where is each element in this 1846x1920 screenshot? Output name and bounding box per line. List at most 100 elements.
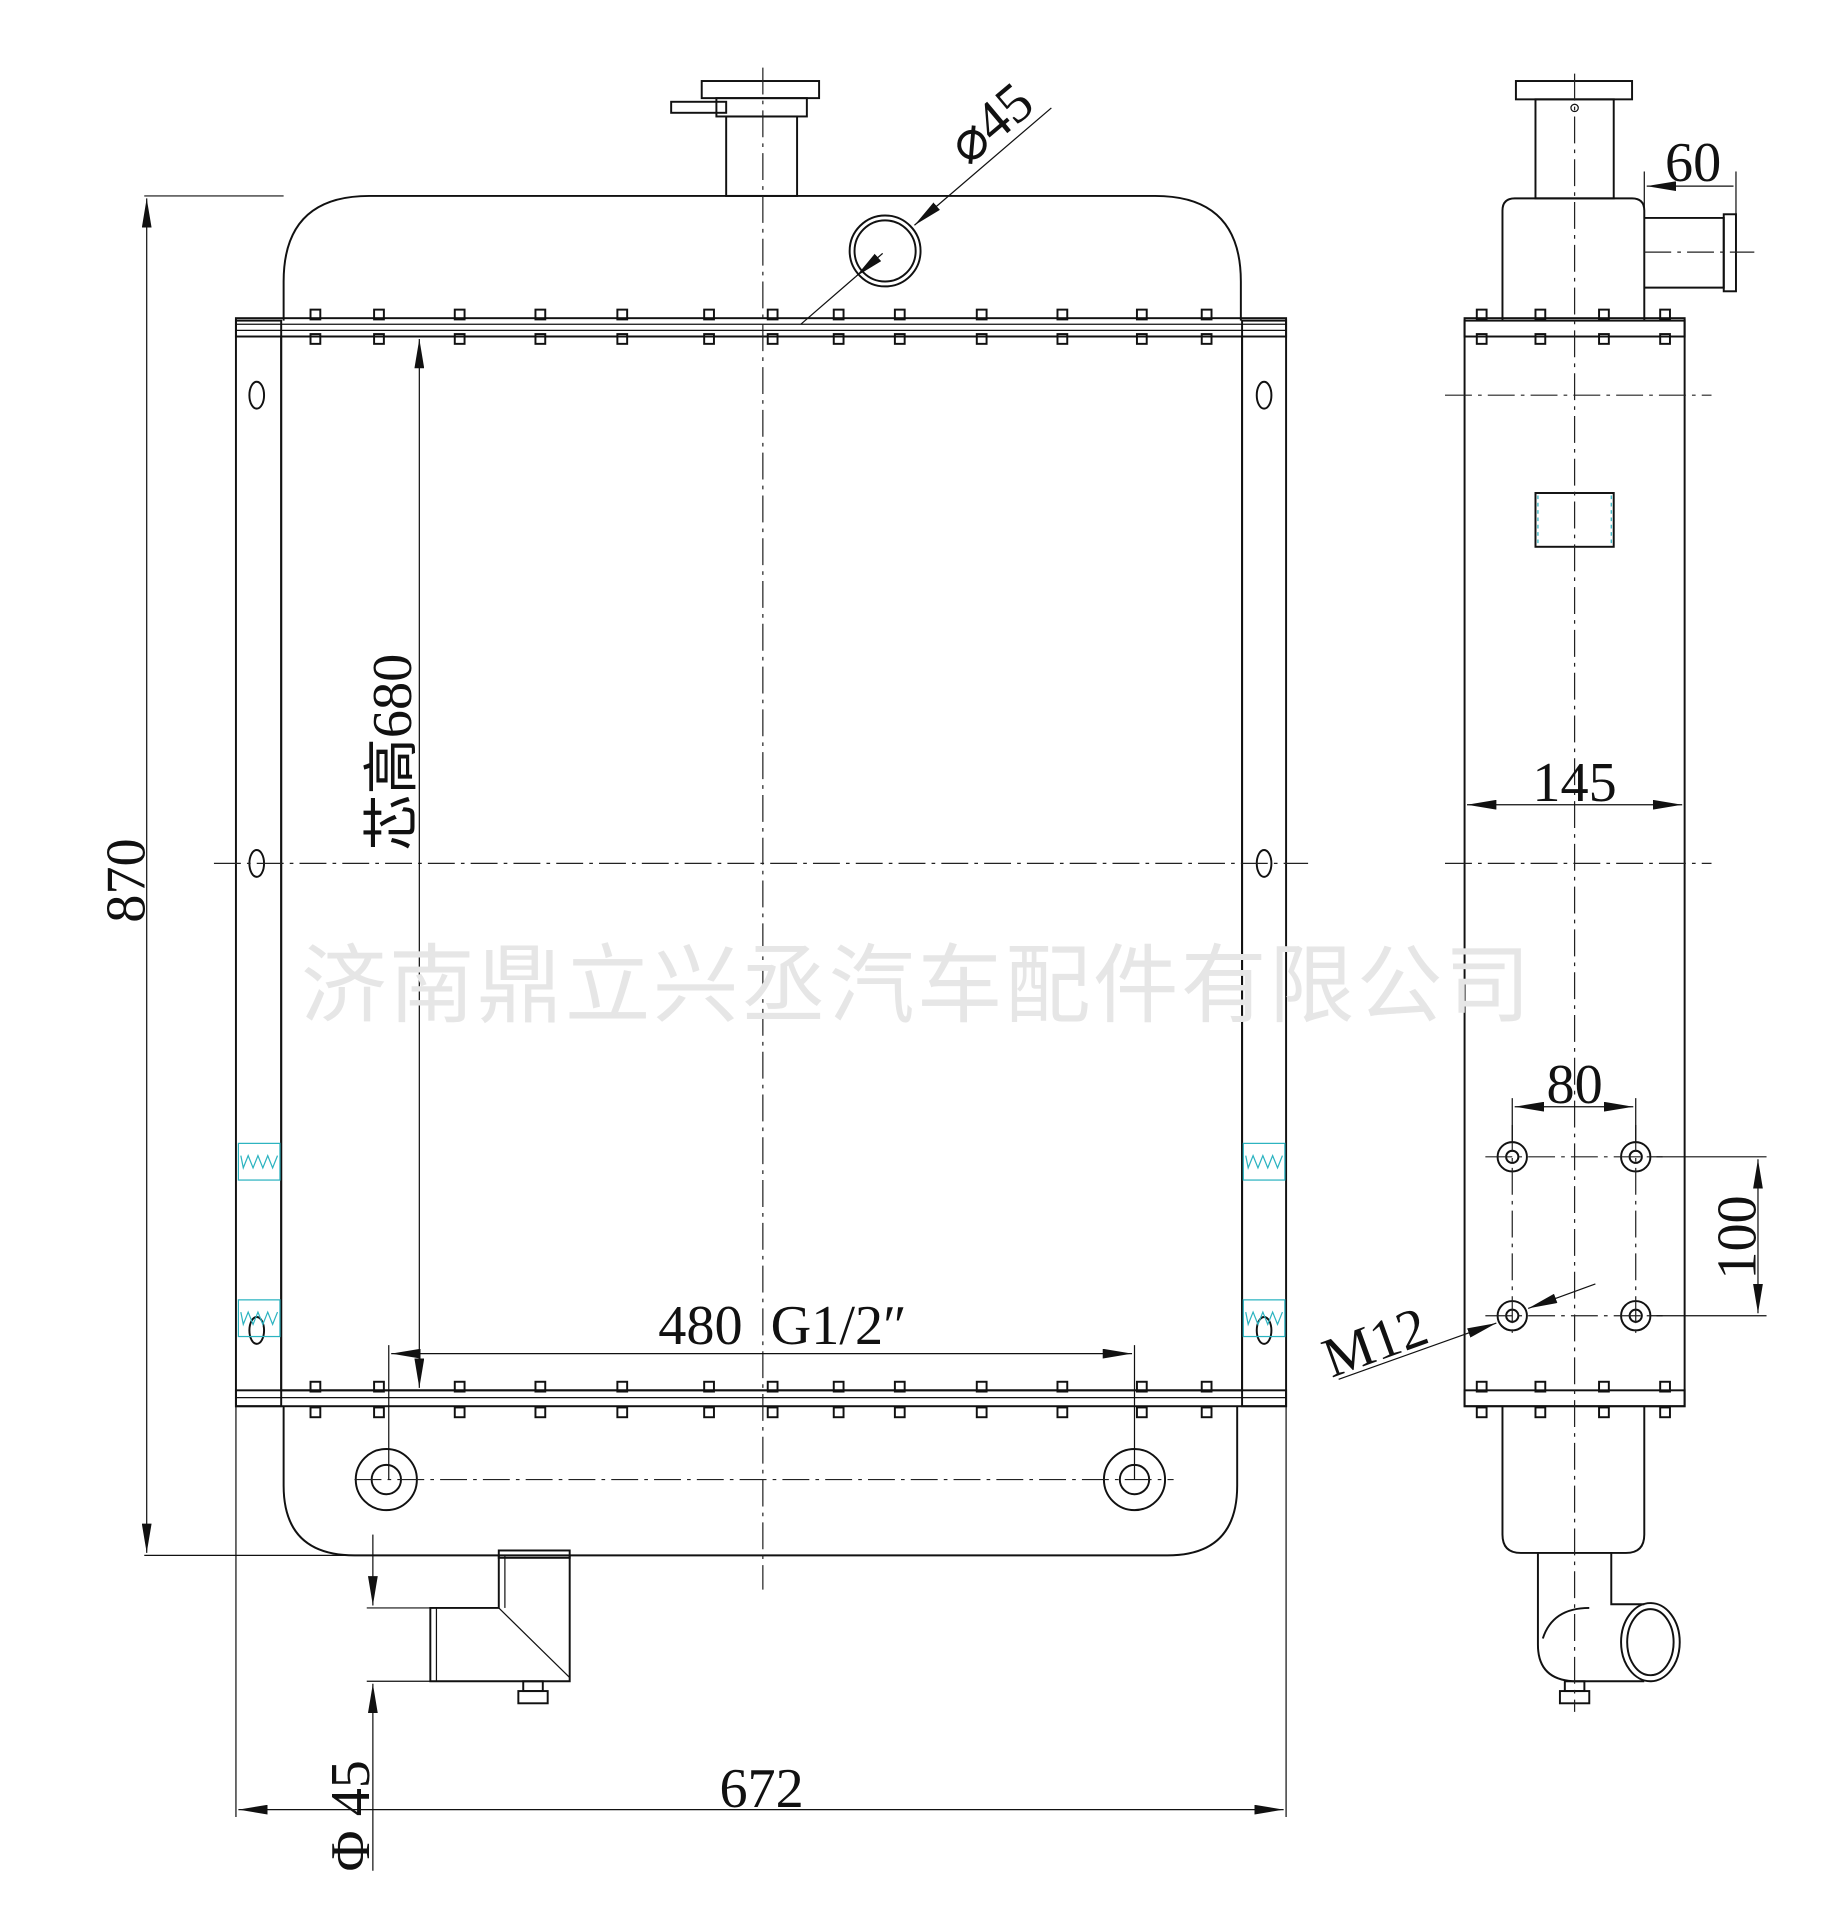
dimension-overall-width: 672 [235,1406,1287,1820]
bolt [703,333,715,345]
inlet-port [848,214,922,288]
side-bolts [1475,308,1671,1419]
bolt [1659,1406,1671,1419]
bolt [975,308,988,321]
bolt [832,308,845,321]
top-tank [282,194,1242,321]
bolt [534,1406,547,1419]
dimension-label: 60 [1665,132,1721,194]
bolt [1135,333,1148,345]
bolt [373,1380,385,1393]
dimension-mount-vertical: 100 [1650,1156,1769,1317]
dimension-label: 145 [1532,752,1616,814]
dimension-outlet-diameter: Φ 45 [320,1534,431,1871]
bolt [832,333,845,345]
bolt [453,1380,466,1393]
bolt [373,333,385,345]
side-bottom-pipe [1536,1552,1681,1705]
dimension-inlet-diameter: ⌀45 [800,71,1052,325]
bolt [1475,308,1488,321]
bolt [1534,1380,1547,1393]
bolt [534,333,547,345]
bolt [1200,333,1213,345]
bolt [453,333,466,345]
spring [1242,1142,1286,1181]
bolt [893,308,906,321]
bolt [893,1380,906,1393]
bolt [534,1380,547,1393]
bolt [373,308,385,321]
bolt [703,308,715,321]
front-view: 870 芯高680 480 G1/2″ 672 Φ 45 [95,67,1309,1871]
bolt [893,333,906,345]
dimension-label: 80 [1546,1054,1602,1116]
bottom-tank [282,1406,1239,1557]
spring [237,1299,281,1338]
bolt [703,1406,715,1419]
bolt [616,333,629,345]
bolt [1200,1380,1213,1393]
top-header-plate [234,317,1288,338]
dimension-label: ⌀45 [936,71,1045,176]
dimension-label: 芯高680 [362,654,424,851]
watermark: 济南鼎立兴丞汽车配件有限公司 [301,937,1533,1036]
bolt [1056,1406,1069,1419]
bolt [975,1406,988,1419]
dimension-outlet-offset: 60 [1643,132,1737,218]
dimension-mount-bolt: M12 [1315,1283,1596,1391]
bolt [832,1380,845,1393]
bolt [703,1380,715,1393]
bolt [309,333,322,345]
bolt [1598,1406,1610,1419]
bolt [1598,1380,1610,1393]
bolt [766,308,779,321]
bolt [1534,333,1547,345]
bolt [1056,1380,1069,1393]
bolt [1056,333,1069,345]
bolt [1056,308,1069,321]
bolt [1659,1380,1671,1393]
bolt [975,1380,988,1393]
dimension-overall-height: 870 [95,195,367,1556]
bolt [373,1406,385,1419]
outlet-pipe [429,1549,571,1705]
bolt [309,308,322,321]
bolt [1659,308,1671,321]
bolt [766,1380,779,1393]
bolt [832,1406,845,1419]
bolt [893,1406,906,1419]
bolt [1475,333,1488,345]
bolt [1135,1380,1148,1393]
bolt [1534,1406,1547,1419]
rubber-mount-springs [237,1142,1286,1338]
bolt [453,1406,466,1419]
bolt [616,1380,629,1393]
bolt [1135,1406,1148,1419]
bolt [1135,308,1148,321]
bolt [1598,333,1610,345]
bolt [309,1406,322,1419]
dimension-label: 870 [95,838,157,922]
side-view: 60 145 80 100 M12 [1315,73,1769,1712]
bolt [453,308,466,321]
dimension-core-depth: 145 [1467,752,1683,814]
bolt [975,333,988,345]
side-top-tank [1501,197,1646,321]
dimension-label: 480 G1/2″ [658,1295,906,1357]
bolt [534,308,547,321]
bolt [1598,308,1610,321]
spring [1242,1299,1286,1338]
bolt [309,1380,322,1393]
bolt [1534,308,1547,321]
dimension-mount-horizontal: 80 [1511,1054,1637,1143]
bolt [766,1406,779,1419]
dimension-label: 672 [719,1758,803,1820]
dimension-label: Φ 45 [320,1760,382,1871]
side-bottom-tank [1501,1406,1646,1554]
filler-cap [670,80,821,197]
bolt [1475,1380,1488,1393]
bolt [616,308,629,321]
spring [237,1142,281,1181]
dimension-label: M12 [1315,1296,1436,1391]
